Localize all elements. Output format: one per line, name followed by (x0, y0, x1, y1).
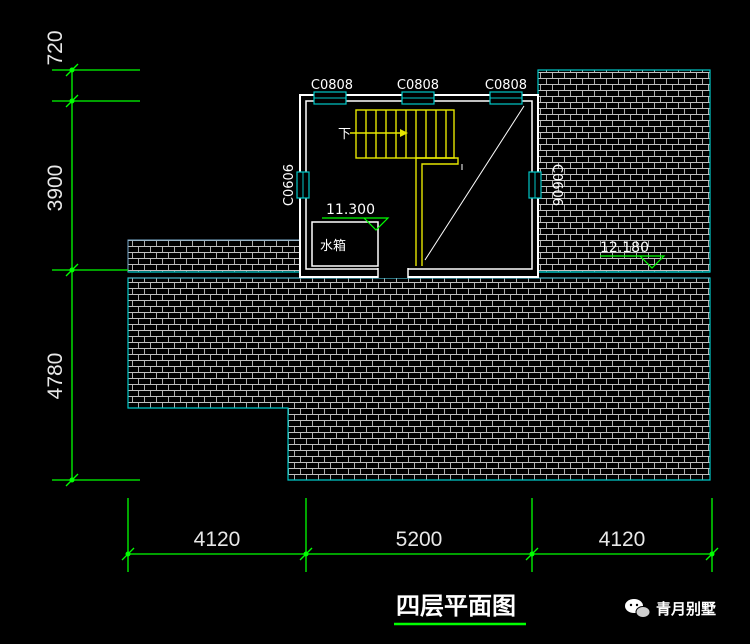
door-opening (378, 266, 408, 278)
dim-horizontal-4120-right: 4120 (599, 528, 646, 551)
wechat-icon (625, 599, 651, 618)
watermark-text: 青月别墅 (656, 600, 716, 618)
dim-vertical-3900: 3900 (44, 165, 67, 212)
stair-flight (355, 109, 459, 266)
drawing-title: 四层平面图 (396, 592, 516, 620)
window-label-right: C0606 (549, 164, 564, 206)
window-label-left: C0606 (282, 164, 297, 206)
water-tank (311, 221, 379, 267)
right-roof-block (537, 69, 711, 273)
horizontal-dimension-chain (121, 498, 719, 572)
dim-vertical-4780: 4780 (44, 353, 67, 400)
main-roof (127, 277, 711, 481)
elev-marker-roof (600, 255, 666, 269)
left-roof-strip (127, 239, 301, 273)
elev-marker-stair-room (322, 217, 390, 231)
vertical-dimension-dots (69, 67, 75, 483)
horizontal-dimension-dots (125, 551, 715, 557)
stair-room (296, 91, 542, 278)
vertical-dimension-chain (52, 63, 140, 487)
dim-horizontal-5200: 5200 (396, 528, 443, 551)
elevation-label-roof: 12.180 (600, 240, 649, 256)
stair-down-label: 下 (338, 127, 351, 142)
window-label-top-1: C0808 (311, 78, 353, 93)
window-label-top-3: C0808 (485, 78, 527, 93)
elevation-label-stair-room: 11.300 (326, 202, 375, 218)
water-tank-label: 水箱 (320, 238, 346, 254)
dim-horizontal-4120-left: 4120 (194, 528, 241, 551)
window-label-top-2: C0808 (397, 78, 439, 93)
stair-arrow-head (400, 129, 408, 137)
dim-vertical-720: 720 (44, 30, 67, 65)
void-diagonal (424, 105, 525, 261)
